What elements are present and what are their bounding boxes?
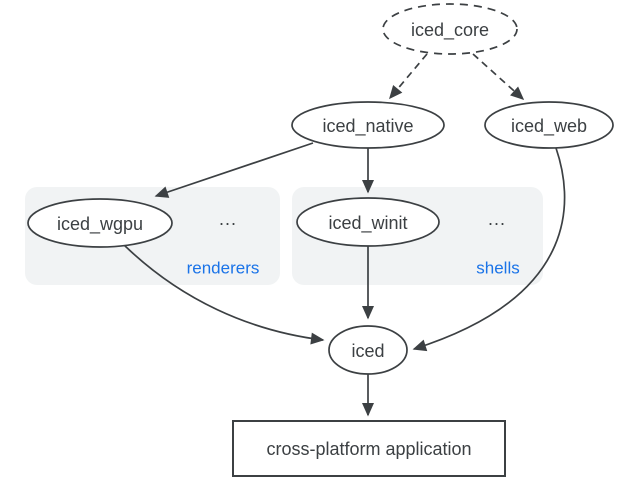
node-iced bbox=[328, 325, 408, 375]
node-iced-native bbox=[291, 101, 445, 149]
edge-web-to-iced bbox=[412, 147, 566, 352]
node-iced-web-label: iced_web bbox=[511, 116, 587, 137]
edge-core-to-native bbox=[389, 53, 428, 100]
node-iced-web bbox=[484, 101, 614, 149]
node-iced-winit-label: iced_winit bbox=[328, 213, 407, 234]
node-application-label: cross-platform application bbox=[266, 439, 471, 459]
node-iced-winit bbox=[296, 197, 440, 247]
node-application bbox=[232, 420, 506, 477]
node-iced-wgpu bbox=[27, 198, 173, 248]
node-iced-label: iced bbox=[351, 341, 384, 361]
group-shells-label: shells bbox=[476, 259, 519, 278]
edge-wgpu-to-iced bbox=[121, 242, 325, 345]
node-iced-native-label: iced_native bbox=[322, 116, 413, 137]
node-iced-core-label: iced_core bbox=[411, 20, 489, 41]
group-shells-ellipsis: ... bbox=[488, 209, 506, 229]
node-iced-core bbox=[382, 3, 518, 55]
node-iced-wgpu-label: iced_wgpu bbox=[57, 214, 143, 235]
edge-native-to-wgpu bbox=[154, 142, 314, 198]
group-renderers-label: renderers bbox=[187, 259, 260, 278]
group-renderers-ellipsis: ... bbox=[219, 209, 237, 229]
edge-core-to-web bbox=[472, 53, 525, 101]
